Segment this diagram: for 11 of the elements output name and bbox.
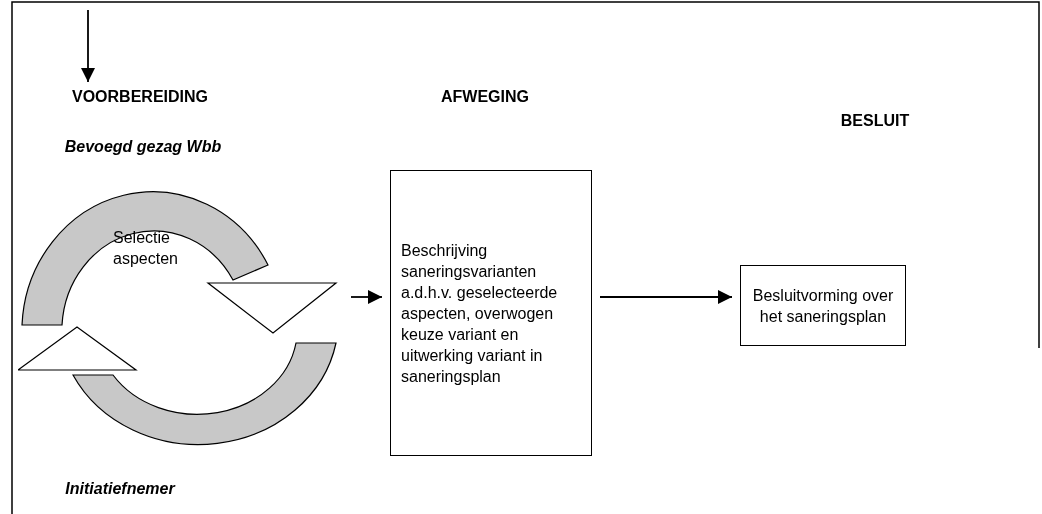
arrow — [599, 290, 733, 304]
arrow — [350, 290, 383, 304]
phase-heading: VOORBEREIDING — [40, 88, 240, 112]
phase-heading: AFWEGING — [440, 88, 530, 106]
process-box: Beschrijving saneringsvarianten a.d.h.v. geselecteerde aspecten, overwogen keuze variant en uitwerking variant in saneringsplan — [390, 170, 592, 456]
phase-heading: BESLUIT — [839, 112, 911, 130]
arrow — [81, 9, 95, 83]
cycle-label: Selectie aspecten — [113, 228, 179, 269]
process-box: Besluitvorming over het saneringsplan — [740, 265, 906, 346]
actor-label: Bevoegd gezag Wbb — [63, 137, 223, 157]
actor-label: Initiatiefnemer — [64, 479, 177, 499]
